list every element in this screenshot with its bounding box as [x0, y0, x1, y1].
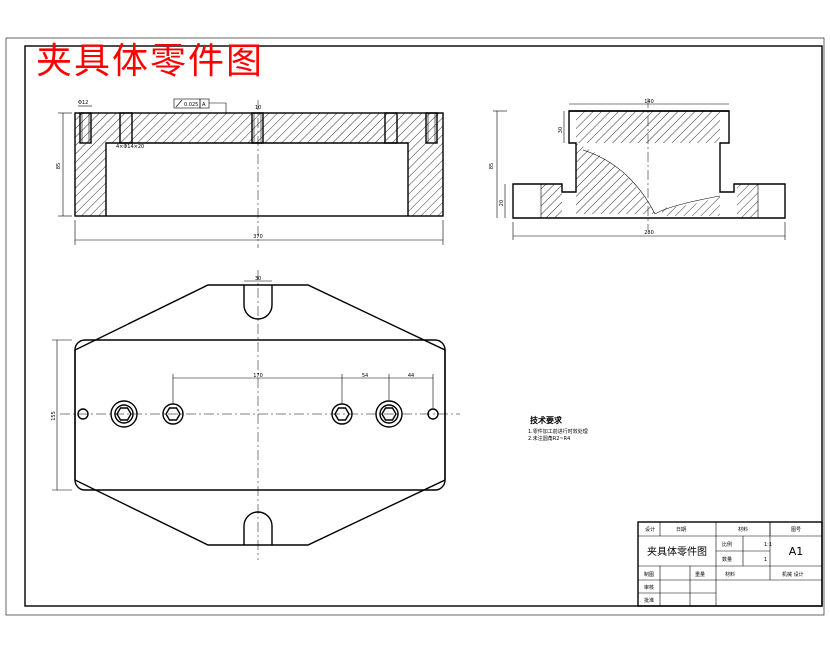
- side-step-dim: 30: [558, 127, 564, 133]
- tb-drawing-no: 图号: [791, 527, 801, 533]
- plan-view: 170 54 44 30 155: [51, 270, 460, 560]
- tb-reviewed: 审核: [644, 584, 654, 591]
- side-view: 140 280 85 30 20: [489, 98, 786, 240]
- tb-drawn: 制图: [644, 571, 654, 578]
- side-top-width-dim: 140: [644, 99, 654, 105]
- section-view: 370 85 Φ12 0.025 A 10 4×Φ14×20: [56, 98, 444, 248]
- tb-approved: 批准: [644, 597, 654, 604]
- socket-head-right: [375, 400, 403, 428]
- tb-quantity-label: 数量: [722, 556, 732, 563]
- title-block: 设计 日期 材料 图号 夹具体零件图 A1 比例 1:1 数量 1 制图 重量 …: [637, 521, 823, 607]
- tb-scale-label: 比例: [722, 541, 732, 548]
- drawing-title: 夹具体零件图: [36, 41, 264, 82]
- technical-notes: 技术要求 1.零件加工前进行时效处理 2.未注圆角R2~R4: [528, 415, 588, 442]
- plan-height-dim: 155: [51, 411, 57, 421]
- tolerance-value: 0.025: [184, 102, 198, 108]
- note-item-1: 1.零件加工前进行时效处理: [528, 428, 588, 435]
- section-width-dim: 370: [253, 234, 263, 240]
- side-height-dim: 85: [489, 163, 495, 169]
- side-width-dim: 280: [644, 230, 654, 236]
- notes-title: 技术要求: [530, 415, 563, 425]
- tb-sheet-size: A1: [789, 545, 804, 558]
- tb-material-label: 材料: [725, 571, 735, 578]
- outer-border: [5, 37, 825, 616]
- tb-designer: 设计: [645, 526, 655, 533]
- socket-head-mid-right: [331, 403, 353, 425]
- tb-material: 材料: [738, 526, 748, 533]
- thread-label: Φ12: [78, 100, 88, 106]
- plan-spacing-1: 170: [253, 373, 263, 379]
- socket-head-left: [110, 400, 138, 428]
- section-height-dim: 85: [56, 163, 62, 169]
- hole-left: [79, 112, 92, 144]
- section-top-dim: 10: [255, 105, 261, 111]
- plan-spacing-3: 44: [408, 373, 414, 379]
- hole-callout: 4×Φ14×20: [116, 144, 144, 150]
- plan-spacing-2: 54: [362, 373, 368, 379]
- tb-part-name: 夹具体零件图: [647, 545, 707, 558]
- datum-label: A: [202, 102, 206, 108]
- tb-date: 日期: [676, 527, 686, 533]
- tb-scale-value: 1:1: [764, 542, 772, 548]
- note-item-2: 2.未注圆角R2~R4: [528, 435, 570, 442]
- tb-school: 机械 设计: [782, 571, 804, 578]
- side-foot-dim: 20: [499, 200, 505, 206]
- tb-quantity-value: 1: [764, 557, 767, 563]
- plan-slot-dim: 30: [255, 276, 261, 282]
- tb-weight: 重量: [695, 571, 705, 578]
- inner-border: [24, 45, 823, 607]
